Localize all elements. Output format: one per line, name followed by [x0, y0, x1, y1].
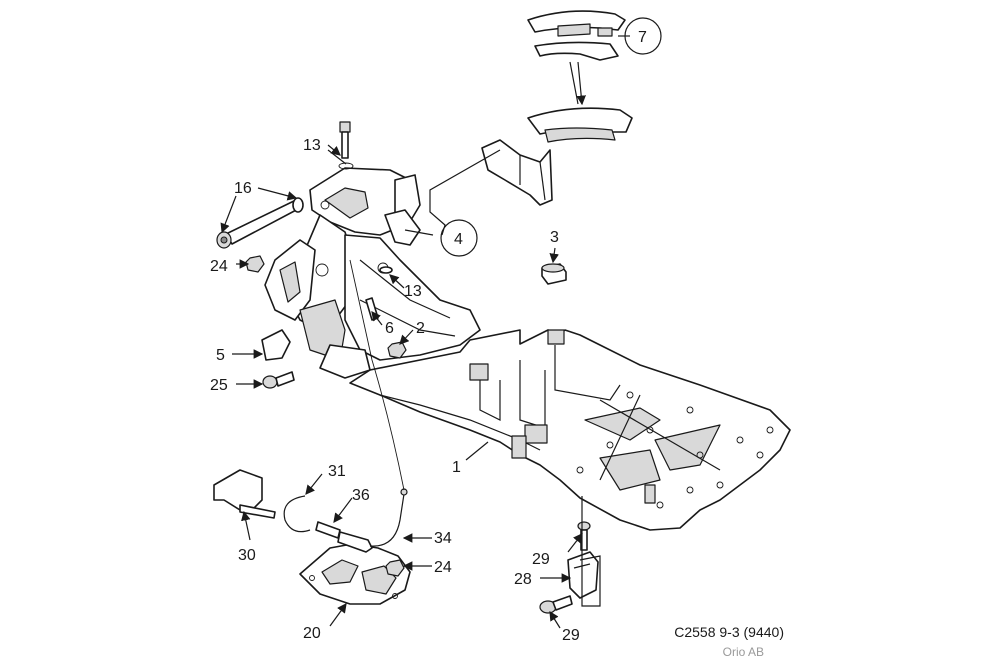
clip-31-part — [283, 495, 311, 533]
base-frame-part — [349, 329, 791, 531]
callout-29-upper: 29 — [532, 551, 550, 568]
callout-16: 16 — [234, 180, 252, 197]
callout-24-bottom: 24 — [434, 559, 452, 576]
screw-25-part — [262, 371, 295, 389]
callout-7: 7 — [638, 29, 647, 46]
ring-13-part — [379, 266, 393, 274]
callout-24-top: 24 — [210, 258, 228, 275]
callout-34: 34 — [434, 530, 452, 547]
diagram-reference-code: C2558 9-3 (9440) — [674, 624, 784, 640]
nut-24-part — [245, 255, 265, 273]
cable-34-part — [315, 259, 408, 553]
callout-25: 25 — [210, 377, 228, 394]
bracket-5-part — [261, 329, 291, 361]
cover-7-part — [527, 10, 626, 61]
callout-4: 4 — [454, 231, 463, 248]
nut-24b-part — [385, 559, 405, 577]
callout-circle-4 — [440, 219, 478, 257]
callout-3: 3 — [550, 229, 559, 246]
callout-6: 6 — [385, 320, 394, 337]
gasket-20-part — [299, 543, 411, 605]
callout-28: 28 — [514, 571, 532, 588]
callout-20: 20 — [303, 625, 321, 642]
cap-3-part — [541, 263, 567, 285]
callout-30: 30 — [238, 547, 256, 564]
callout-2: 2 — [416, 320, 425, 337]
callout-circle-7 — [624, 17, 662, 55]
callout-31: 31 — [328, 463, 346, 480]
bolt-13-part — [338, 121, 354, 170]
callout-13-mid: 13 — [404, 283, 422, 300]
upper-housing-part — [264, 167, 481, 379]
callout-5: 5 — [216, 347, 225, 364]
callout-29-lower: 29 — [562, 627, 580, 644]
callout-1: 1 — [452, 459, 461, 476]
callout-36: 36 — [352, 487, 370, 504]
cover-4-part — [481, 107, 633, 206]
long-bolt-part — [216, 197, 304, 249]
screw-29-part — [539, 521, 591, 614]
bracket-30-part — [213, 469, 276, 519]
copyright-label: Orio AB — [722, 645, 764, 659]
callout-13-top: 13 — [303, 137, 321, 154]
